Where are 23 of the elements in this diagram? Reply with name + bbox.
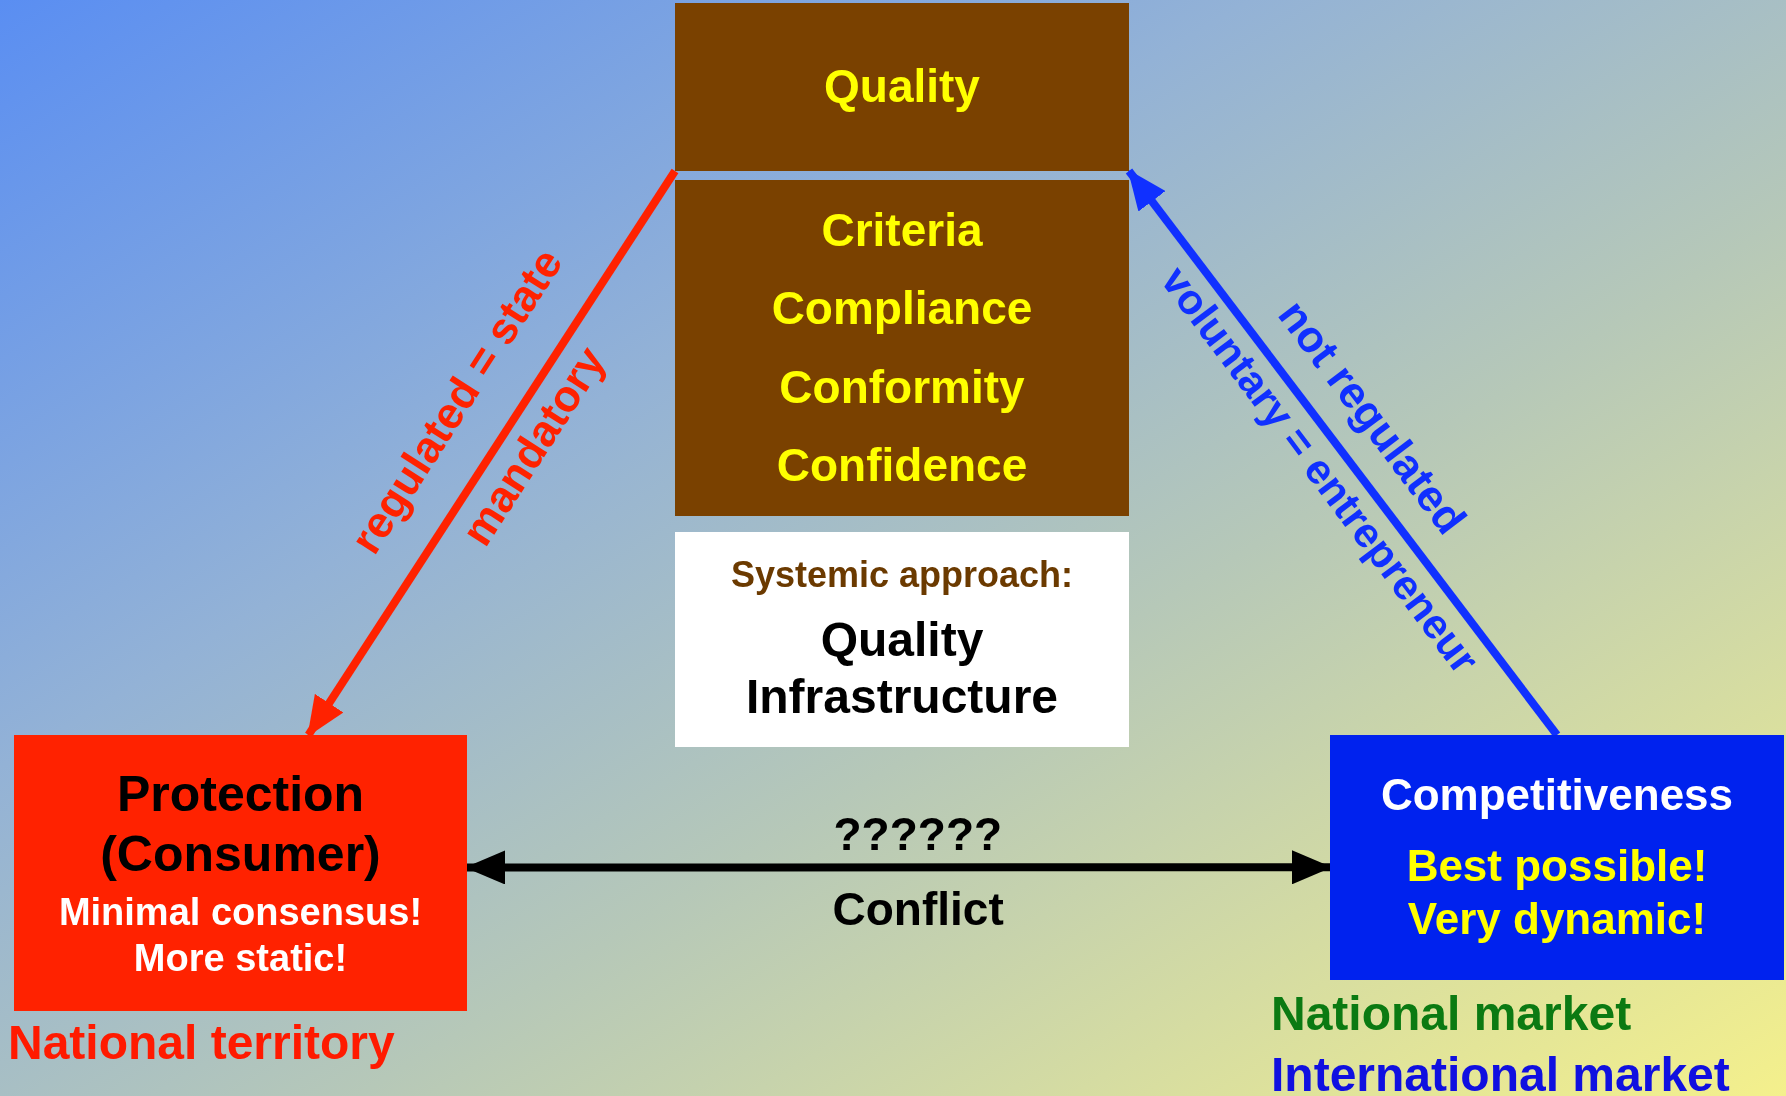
- arrow: [1125, 168, 1561, 738]
- criterion-text: Criteria: [820, 203, 984, 259]
- arrow-caption: Conflict: [832, 886, 1004, 932]
- edge-label: ??????: [833, 811, 1003, 857]
- protection-box: [14, 735, 467, 1011]
- arrow: [305, 168, 679, 738]
- criteria-box: [675, 180, 1129, 516]
- criterion-text: Confidence: [775, 437, 1029, 493]
- criterion-text: Conformity: [778, 359, 1026, 415]
- note-text: Best possible! Very dynamic!: [1405, 840, 1709, 945]
- competitiveness-box: [1330, 735, 1784, 980]
- approach-box: [675, 532, 1129, 747]
- heading-text: Protection (Consumer): [99, 765, 382, 885]
- heading-text: Competitiveness: [1379, 769, 1735, 822]
- heading-text: Quality: [823, 59, 981, 115]
- region-text: International market: [1271, 1047, 1730, 1096]
- region-text: National territory: [8, 1015, 395, 1071]
- quality-box: [675, 3, 1129, 171]
- subheading-text: Systemic approach:: [729, 553, 1075, 597]
- criterion-text: Compliance: [770, 281, 1034, 337]
- heading-text: Quality Infrastructure: [744, 611, 1060, 726]
- note-text: Minimal consensus! More static!: [57, 890, 424, 981]
- region-text: National market: [1271, 986, 1632, 1042]
